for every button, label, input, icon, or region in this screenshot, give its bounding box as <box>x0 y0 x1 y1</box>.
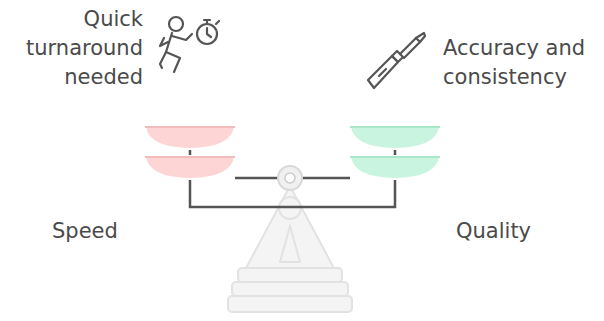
side-label: Speed <box>52 217 172 246</box>
speed-pans <box>145 126 235 179</box>
pivot-core <box>285 173 295 183</box>
pivot-circle <box>278 166 302 190</box>
quality-pans <box>350 126 440 179</box>
goal-note: Accuracy and consistency <box>443 34 604 92</box>
chisel-tool-icon <box>368 33 425 88</box>
side-label: Quality <box>456 217 576 246</box>
scale-stand <box>228 186 352 312</box>
goal-note: Quick turnaround needed <box>0 5 143 92</box>
runner-stopwatch-icon <box>160 17 219 72</box>
